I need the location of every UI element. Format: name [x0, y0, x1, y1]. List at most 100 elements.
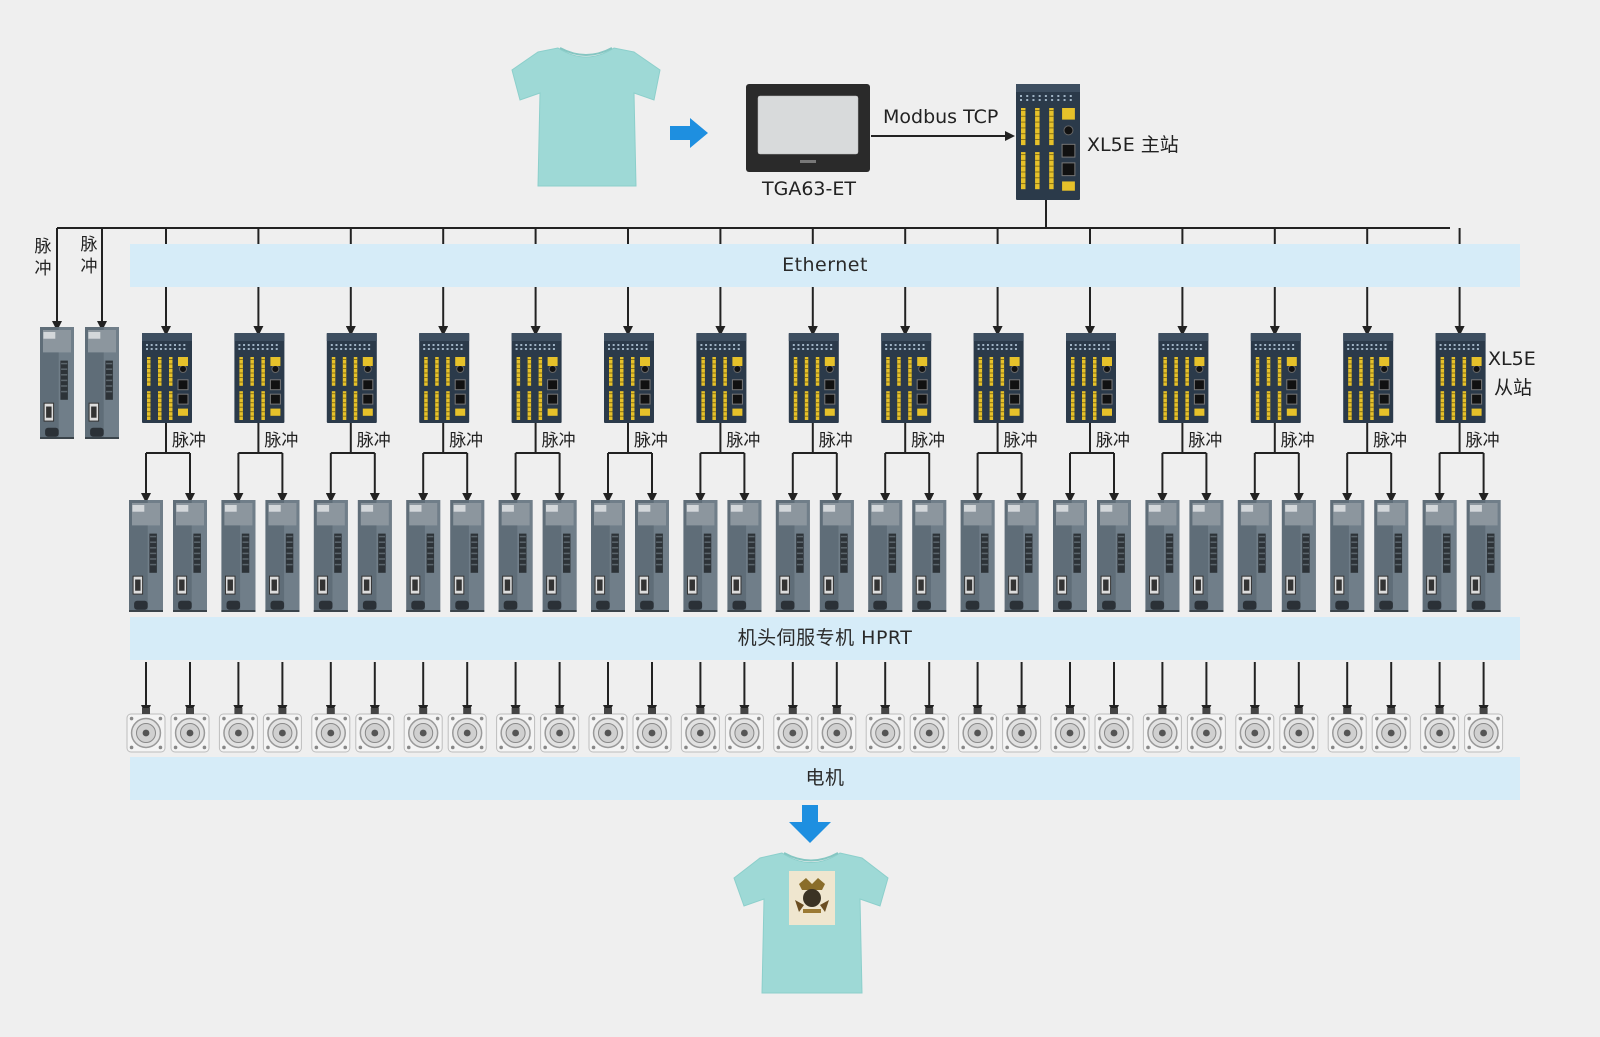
servo-drive-27	[1330, 500, 1365, 612]
servo-motor-5	[311, 708, 351, 753]
slave-plc-12	[1158, 333, 1209, 423]
protocol-label: Modbus TCP	[883, 106, 999, 128]
servo-motor-23	[1142, 708, 1182, 753]
servo-drive-12	[635, 500, 669, 612]
slave-label-line1: XL5E	[1488, 348, 1536, 370]
servo-motor-10	[540, 708, 580, 753]
slave-plc-11	[1066, 333, 1116, 423]
servo-drive-9	[498, 500, 533, 612]
servo-motor-13	[680, 708, 720, 753]
servo-drive-11	[591, 500, 625, 612]
slave-plc-4	[419, 333, 470, 423]
servo-drive-2	[173, 500, 207, 612]
slave-plc-2	[234, 333, 285, 423]
servo-drive-26	[1281, 500, 1316, 612]
master-label: XL5E 主站	[1087, 134, 1179, 156]
pulse-label-15: 脉冲	[1465, 431, 1500, 451]
printed-pattern-icon	[789, 871, 835, 925]
servo-motor-2	[170, 708, 210, 753]
side-servo-drive-1	[40, 327, 74, 439]
servo-drive-21	[1053, 500, 1087, 612]
servo-drive-18	[912, 500, 947, 612]
ethernet-band-label: Ethernet	[782, 254, 868, 276]
servo-drive-10	[542, 500, 577, 612]
servo-drive-8	[450, 500, 485, 612]
servo-motor-26	[1279, 708, 1319, 753]
pulse-label-2: 脉冲	[264, 431, 299, 451]
servo-drive-13	[683, 500, 718, 612]
servo-motor-8	[447, 708, 487, 753]
servo-motor-16	[817, 708, 857, 753]
servo-motor-1	[126, 708, 166, 753]
servo-drive-29	[1422, 500, 1457, 612]
servo-motor-9	[496, 708, 536, 753]
servo-drive-3	[221, 500, 256, 612]
servo-drive-20	[1004, 500, 1039, 612]
servo-motors	[126, 708, 1504, 753]
servo-drive-6	[357, 500, 392, 612]
servo-motor-6	[355, 708, 395, 753]
pulse-label-12: 脉冲	[1188, 431, 1223, 451]
servo-motor-25	[1235, 708, 1275, 753]
network-lines	[52, 200, 1489, 715]
servo-drive-17	[868, 500, 903, 612]
servo-drive-23	[1145, 500, 1180, 612]
servo-motor-27	[1327, 708, 1367, 753]
servo-motor-29	[1420, 708, 1460, 753]
servo-motor-20	[1002, 708, 1042, 753]
side-servo-drives	[40, 327, 119, 439]
pulse-label-4: 脉冲	[449, 431, 484, 451]
servo-drive-30	[1466, 500, 1501, 612]
motor-band: 电机	[130, 757, 1520, 800]
servo-drive-1	[129, 500, 163, 612]
servo-drive-16	[819, 500, 854, 612]
slave-plc-3	[326, 333, 377, 423]
slave-label-line2: 从站	[1494, 377, 1533, 399]
servo-band-label: 机头伺服专机 HPRT	[737, 627, 913, 649]
master-plc-icon	[1016, 84, 1080, 200]
blue-right-arrow-icon	[670, 118, 708, 148]
pulse-label-1: 脉冲	[172, 431, 206, 451]
side-pulse-label-2: 脉冲	[80, 235, 98, 277]
pulse-label-10: 脉冲	[1003, 431, 1038, 451]
servo-drive-24	[1189, 500, 1224, 612]
servo-motor-18	[909, 708, 949, 753]
servo-motor-7	[403, 708, 443, 753]
side-pulse-label-1: 脉冲	[34, 237, 52, 279]
pulse-label-9: 脉冲	[911, 431, 946, 451]
slave-plc-9	[881, 333, 932, 423]
servo-drive-15	[775, 500, 810, 612]
servo-drive-14	[727, 500, 762, 612]
slave-plc-5	[511, 333, 562, 423]
servo-drive-5	[313, 500, 348, 612]
slave-plcs	[142, 333, 1486, 423]
slave-plc-1	[142, 333, 192, 423]
pulse-label-5: 脉冲	[541, 431, 576, 451]
slave-plc-10	[973, 333, 1024, 423]
servo-motor-4	[262, 708, 302, 753]
servo-motor-30	[1464, 708, 1504, 753]
servo-motor-12	[632, 708, 672, 753]
servo-motor-11	[588, 708, 628, 753]
pulse-label-3: 脉冲	[356, 431, 391, 451]
slave-plc-14	[1343, 333, 1394, 423]
servo-motor-24	[1186, 708, 1226, 753]
input-tshirt-icon	[511, 47, 661, 187]
servo-drive-4	[265, 500, 300, 612]
ethernet-band: Ethernet	[130, 244, 1520, 287]
servo-motor-22	[1094, 708, 1134, 753]
pulse-label-13: 脉冲	[1280, 431, 1315, 451]
slave-plc-8	[788, 333, 839, 423]
servo-motor-15	[773, 708, 813, 753]
servo-motor-28	[1371, 708, 1411, 753]
servo-drive-7	[406, 500, 441, 612]
servo-motor-3	[218, 708, 258, 753]
hmi-panel-icon	[746, 84, 870, 172]
pulse-label-14: 脉冲	[1373, 431, 1408, 451]
servo-drives	[129, 500, 1501, 612]
servo-motor-19	[958, 708, 998, 753]
servo-drive-22	[1097, 500, 1131, 612]
slave-plc-13	[1250, 333, 1301, 423]
